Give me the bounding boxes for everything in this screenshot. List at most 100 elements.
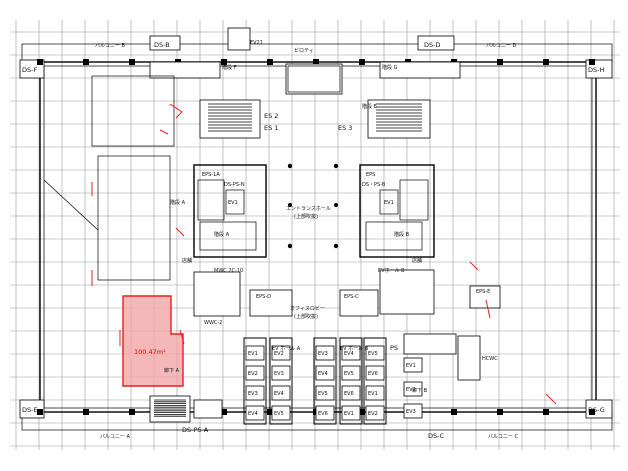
core-left: [193, 164, 267, 258]
column: [83, 59, 89, 65]
label-stair-b: 階段 B: [394, 231, 410, 238]
label-ds-h: DS-H: [588, 66, 604, 74]
lower-band: [193, 269, 501, 381]
elevator-label: EV3: [248, 391, 258, 397]
label-stair-f: 階段 F: [222, 64, 237, 71]
label-corridor-a: 廊下 A: [164, 367, 180, 374]
label-office-lobby-void: (上部吹抜): [294, 313, 318, 320]
elevator-car: [365, 405, 385, 421]
label-ev-hall-a: EV ホール A: [272, 346, 301, 352]
column: [267, 59, 273, 65]
escalator-es2: [199, 99, 261, 139]
elevator-bank: [339, 337, 363, 425]
label-eps-c: EPS-C: [344, 294, 359, 300]
label-balcony-b: バルコニー B: [95, 43, 125, 49]
label-eps-e: EPS-E: [476, 289, 490, 295]
label-area: 100.47m²: [134, 348, 166, 356]
column: [37, 409, 43, 415]
label-ds-ps-a: DS-PS-A: [182, 426, 209, 434]
escalator-es3: [367, 99, 431, 139]
elevator-car: [271, 345, 291, 361]
elevator-car: [365, 365, 385, 381]
elevator-car: [403, 357, 423, 373]
column: [37, 59, 43, 65]
grid-lines: [10, 20, 620, 450]
column: [543, 409, 549, 415]
elevator-banks: EV1EV2EV3EV4EV2EV3EV4EV5EV3EV4EV5EV6EV4E…: [243, 337, 423, 425]
elevator-label: EV4: [248, 411, 258, 417]
stair-bottom-left: [149, 395, 223, 423]
column: [589, 409, 595, 415]
label-upper-void: (上部吹抜): [294, 213, 318, 220]
elevator-car: [245, 405, 265, 421]
label-ds-ps-n: DS-PS-N: [224, 182, 245, 188]
elevator-label: EV5: [344, 371, 354, 377]
label-stair-e: 階段 E: [362, 103, 377, 110]
left-room: [43, 75, 175, 281]
column: [497, 409, 503, 415]
red-marks: [91, 103, 557, 405]
core-right: [359, 164, 435, 258]
label-stair-a-side: 階段 A: [170, 199, 186, 206]
label-eps-d: EPS-D: [256, 294, 271, 300]
label-wwc: WWC-2: [204, 320, 222, 326]
label-ev-hall-2: EV ホール B: [340, 346, 369, 352]
elevator-car: [403, 403, 423, 419]
elevator-label: EV2: [406, 387, 416, 393]
elevator-car: [315, 385, 335, 401]
elevator-label: EV1: [248, 351, 258, 357]
elevator-label: EV5: [318, 391, 328, 397]
column: [221, 409, 227, 415]
label-ds-d: DS-D: [424, 41, 440, 49]
plan-labels: バルコニー B DS-B EV21 ピロティ DS-D バルコニー D DS-F…: [22, 40, 605, 440]
label-corridor-b: 廊下 B: [412, 387, 428, 394]
label-balcony-c: バルコニー C: [488, 434, 518, 440]
label-hcwc: HCWC: [482, 356, 498, 362]
elevator-label: EV1: [344, 411, 354, 417]
elevator-bank: [313, 337, 337, 425]
label-ds-b: DS-B: [154, 41, 170, 49]
elevator-car: [315, 345, 335, 361]
elevator-car: [245, 385, 265, 401]
column: [543, 59, 549, 65]
elevator-car: [271, 405, 291, 421]
elevator-bank: [363, 337, 387, 425]
label-shop-b: 店舗: [412, 257, 422, 264]
elevator-car: [315, 405, 335, 421]
label-es3: ES 3: [338, 124, 352, 132]
label-eps: EPS: [366, 172, 375, 178]
label-es2: ES 2: [264, 112, 278, 120]
elevator-label: EV2: [248, 371, 258, 377]
label-ev1-right: EV1: [384, 200, 394, 206]
elevator-car: [245, 345, 265, 361]
column: [83, 409, 89, 415]
highlighted-room: [122, 295, 184, 387]
column: [221, 59, 227, 65]
label-es1: ES 1: [264, 124, 278, 132]
label-ps: PS: [390, 344, 398, 352]
elevator-label: EV2: [368, 411, 378, 417]
elevator-bank: [243, 337, 267, 425]
column: [129, 59, 135, 65]
label-ev-hall-b: EVホール B: [378, 268, 405, 274]
elevator-label: EV3: [406, 409, 416, 415]
label-stair-a: 階段 A: [214, 231, 230, 238]
label-eps-1a: EPS-1A: [202, 172, 220, 178]
label-ds-ps-b: DS・PS-B: [362, 182, 386, 188]
elevator-car: [365, 385, 385, 401]
elevator-label: EV1: [406, 363, 416, 369]
elevator-label: EV3: [274, 371, 284, 377]
label-pilotis: ピロティ: [294, 48, 314, 54]
label-ev21: EV21: [250, 40, 263, 46]
column: [451, 409, 457, 415]
label-ds-g: DS-G: [588, 406, 605, 414]
elevator-car: [341, 365, 361, 381]
elevator-label: EV5: [368, 351, 378, 357]
label-office-lobby: オフィスロビー: [290, 305, 325, 312]
top-core: [149, 27, 461, 95]
elevator-car: [271, 365, 291, 381]
elevator-label: EV6: [318, 411, 328, 417]
column: [497, 59, 503, 65]
column: [589, 59, 595, 65]
